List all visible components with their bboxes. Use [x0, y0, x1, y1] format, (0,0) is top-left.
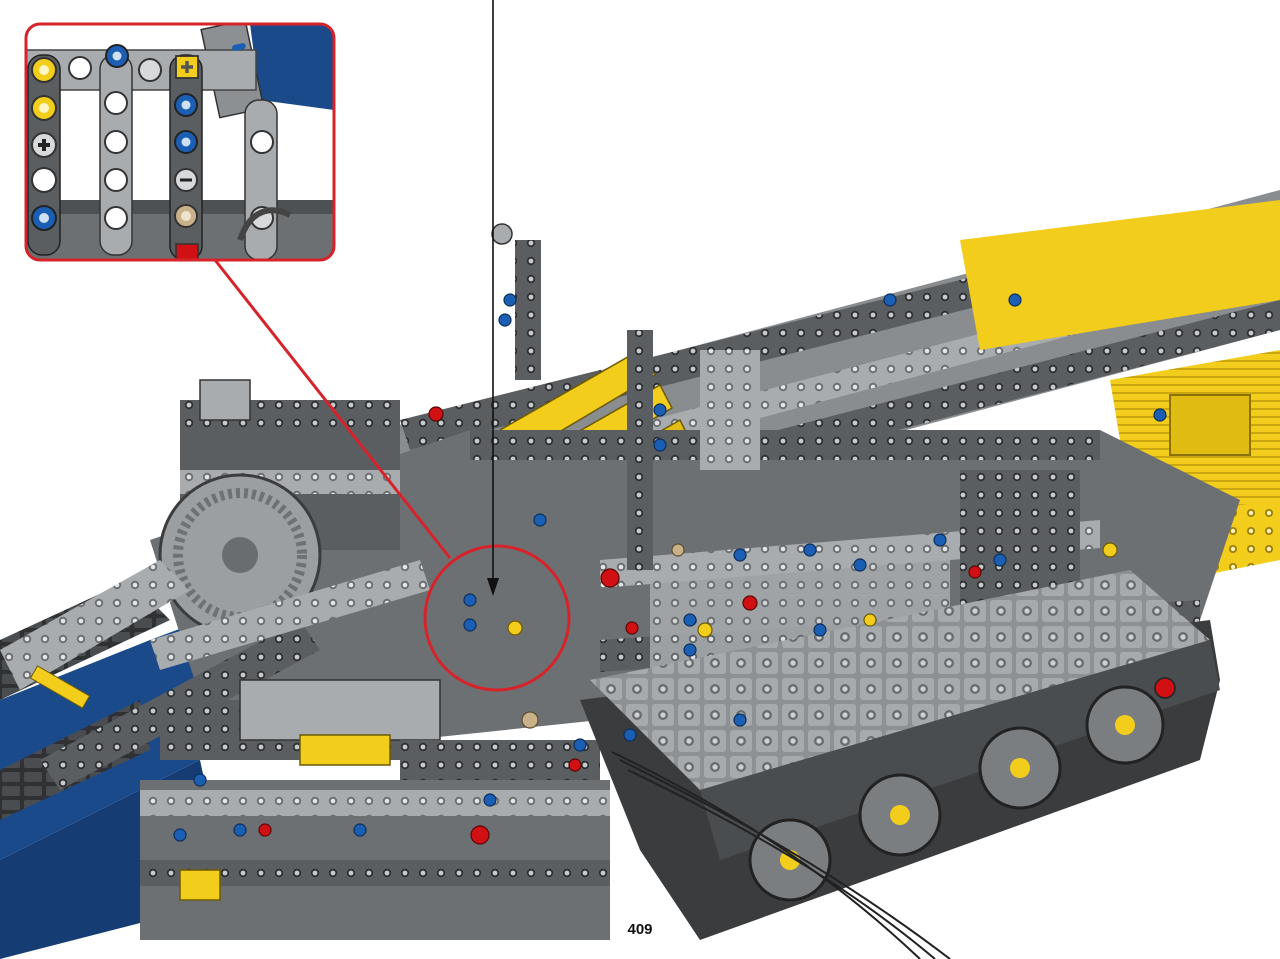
center-mast — [491, 223, 760, 570]
callout-connector-line — [213, 259, 452, 559]
gearbox-tower — [158, 379, 400, 637]
page-number: 409 — [627, 921, 653, 938]
callout-inset-icon — [24, 22, 336, 262]
lower-front-frame — [140, 740, 610, 940]
magnifier-circle-icon — [423, 544, 571, 692]
lower-left-arms — [0, 560, 441, 790]
cables — [611, 751, 951, 959]
insert-arrow-icon — [487, 0, 499, 596]
pins — [173, 293, 1167, 845]
crawler-track-icon — [580, 570, 1220, 940]
